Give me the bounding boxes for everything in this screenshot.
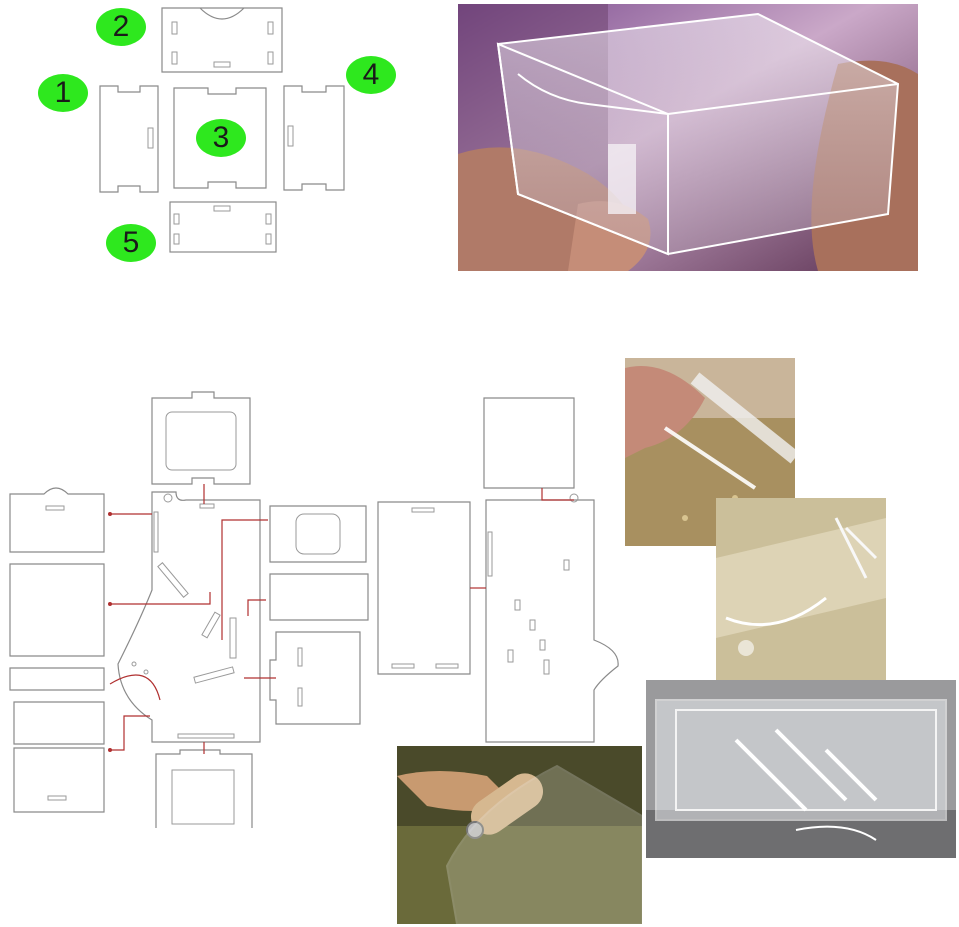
side-panel-b [485,499,619,743]
top-panel-right [483,397,575,489]
part-mid-1 [269,505,367,563]
part-mid-2 [269,573,369,621]
window-panel-bottom [155,749,253,828]
main-maze-panel [117,491,261,743]
assembly-connectors [108,484,574,754]
part-left-2 [9,563,105,657]
part-left-5 [13,747,105,813]
side-panel-a [377,501,471,675]
label-badge-4: 4 [346,56,396,94]
panel-2-outline [161,7,283,73]
label-badge-3: 3 [196,119,246,157]
part-left-4 [13,701,105,745]
box-panels-diagram [99,7,345,253]
panel-4-outline [283,85,345,191]
part-left-1 [9,487,105,553]
panel-5-outline [169,201,277,253]
wooden-roller-photo [397,746,642,924]
maze-panels-cutting-diagram [9,391,619,828]
window-panel-top [151,391,251,485]
label-badge-5: 5 [106,224,156,262]
label-badge-2: 2 [96,8,146,46]
label-badge-1: 1 [38,74,88,112]
assembled-box-photo [458,4,918,271]
assembled-maze-photo [646,680,956,858]
part-mid-3 [269,631,361,725]
panel-1-outline [99,85,159,193]
part-left-3 [9,667,105,691]
panel-3-outline [173,87,267,189]
side-panel-photo [716,498,886,680]
